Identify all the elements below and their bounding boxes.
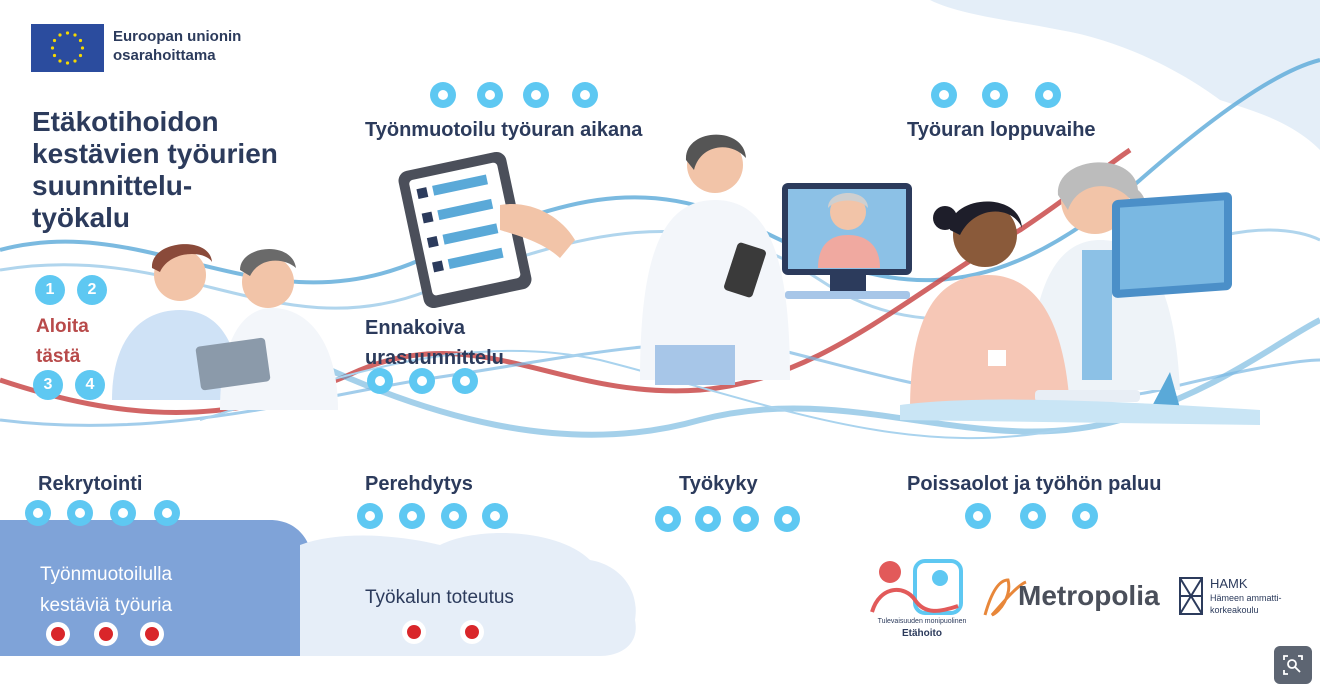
page-title: Etäkotihoidon kestävien työurien suunnit… <box>32 106 332 234</box>
image-search-icon <box>1283 655 1303 675</box>
start-here-line2: tästä <box>36 346 81 367</box>
eu-text-line1: Euroopan unionin <box>113 28 242 45</box>
hamk-name: HAMK <box>1210 576 1248 591</box>
absences-dot-1[interactable] <box>965 503 991 529</box>
job-crafting-dot-2[interactable] <box>477 82 503 108</box>
proactive-line2: urasuunnittelu <box>365 347 504 369</box>
proactive-dot-2[interactable] <box>409 368 435 394</box>
image-search-button[interactable] <box>1274 646 1312 684</box>
title-line4: työkalu <box>32 202 131 233</box>
orientation-dot-3[interactable] <box>441 503 467 529</box>
step-3-button[interactable]: 3 <box>33 370 63 400</box>
career-end-dot-1[interactable] <box>931 82 957 108</box>
title-line1: Etäkotihoidon <box>32 106 219 137</box>
metropolia-logo: Metropolia <box>1018 580 1160 611</box>
section-heading-recruitment: Rekrytointi <box>38 473 143 495</box>
hamk-sub1: Hämeen ammatti- <box>1210 593 1282 603</box>
recruitment-dot-4[interactable] <box>154 500 180 526</box>
section-heading-orientation: Perehdytys <box>365 473 473 495</box>
start-here-label: Aloita tästä <box>36 312 89 372</box>
section-heading-absences-return: Poissaolot ja työhön paluu <box>907 473 1162 495</box>
title-line2: kestävien työurien <box>32 138 278 169</box>
step-2-button[interactable]: 2 <box>77 275 107 305</box>
work-ability-dot-3[interactable] <box>733 506 759 532</box>
job-crafting-dot-4[interactable] <box>572 82 598 108</box>
etahoito-line1: Tulevaisuuden monipuolinen <box>877 618 967 625</box>
sustainable-line1: Työnmuotoilulla <box>40 564 173 585</box>
orientation-dot-1[interactable] <box>357 503 383 529</box>
sustainable-red-dot-2[interactable] <box>94 622 118 646</box>
section-heading-work-ability: Työkyky <box>679 473 758 495</box>
recruitment-dot-1[interactable] <box>25 500 51 526</box>
eu-text-line2: osarahoittama <box>113 47 216 64</box>
work-ability-dot-2[interactable] <box>695 506 721 532</box>
start-here-line1: Aloita <box>36 316 89 337</box>
implementation-red-dot-2[interactable] <box>460 620 484 644</box>
etahoito-logo: Tulevaisuuden monipuolinen Etähoito <box>862 616 982 640</box>
orientation-dot-2[interactable] <box>399 503 425 529</box>
absences-dot-2[interactable] <box>1020 503 1046 529</box>
proactive-dot-3[interactable] <box>452 368 478 394</box>
title-line3: suunnittelu- <box>32 170 193 201</box>
section-heading-proactive-career-planning: Ennakoiva urasuunnittelu <box>365 313 504 373</box>
work-ability-dot-1[interactable] <box>655 506 681 532</box>
implementation-red-dot-1[interactable] <box>402 620 426 644</box>
sustainable-line2: kestäviä työuria <box>40 595 173 616</box>
career-end-dot-3[interactable] <box>1035 82 1061 108</box>
job-crafting-dot-1[interactable] <box>430 82 456 108</box>
job-crafting-dot-3[interactable] <box>523 82 549 108</box>
recruitment-dot-2[interactable] <box>67 500 93 526</box>
recruitment-dot-3[interactable] <box>110 500 136 526</box>
work-ability-dot-4[interactable] <box>774 506 800 532</box>
eu-funding-text: Euroopan unionin osarahoittama <box>113 27 241 65</box>
section-heading-job-crafting: Työnmuotoilu työuran aikana <box>365 119 643 141</box>
proactive-line1: Ennakoiva <box>365 317 466 339</box>
career-end-dot-2[interactable] <box>982 82 1008 108</box>
etahoito-line2: Etähoito <box>902 628 942 639</box>
hamk-sub2: korkeakoulu <box>1210 605 1259 615</box>
orientation-dot-4[interactable] <box>482 503 508 529</box>
proactive-dot-1[interactable] <box>367 368 393 394</box>
hamk-logo: HAMK Hämeen ammatti- korkeakoulu <box>1210 576 1282 616</box>
section-heading-career-end: Työuran loppuvaihe <box>907 119 1096 141</box>
absences-dot-3[interactable] <box>1072 503 1098 529</box>
sustainable-red-dot-3[interactable] <box>140 622 164 646</box>
step-1-button[interactable]: 1 <box>35 275 65 305</box>
sustainable-careers-label: Työnmuotoilulla kestäviä työuria <box>40 559 172 621</box>
sustainable-red-dot-1[interactable] <box>46 622 70 646</box>
tool-implementation-label: Työkalun toteutus <box>365 587 514 608</box>
step-4-button[interactable]: 4 <box>75 370 105 400</box>
